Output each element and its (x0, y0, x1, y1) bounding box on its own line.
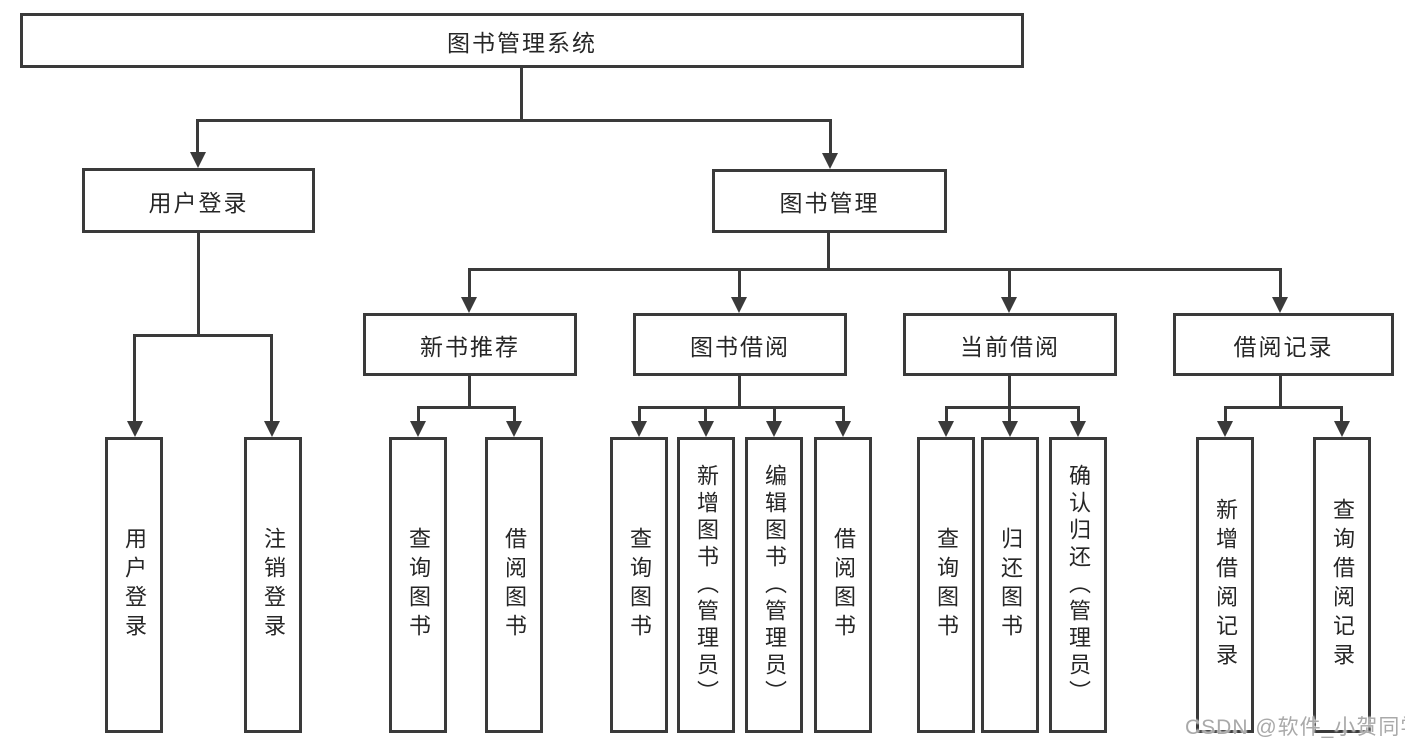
connector-drop (1008, 406, 1011, 426)
node-label: 新书推荐 (420, 333, 520, 360)
connector-branch (468, 268, 1282, 271)
connector-stub (468, 376, 471, 409)
arrowhead (698, 421, 714, 437)
connector-drop (1008, 268, 1011, 299)
connector-drop (468, 268, 471, 299)
arrowhead (766, 421, 782, 437)
node-label: 当前借阅 (960, 333, 1060, 360)
node-new-book-recommend: 新书推荐 (363, 313, 577, 376)
connector-drop (945, 406, 948, 426)
connector-root-stub (520, 68, 523, 122)
connector-drop (417, 406, 420, 426)
connector-drop (638, 406, 641, 426)
arrowhead (190, 152, 206, 168)
node-label: 编辑图书（管理员） (762, 463, 787, 707)
arrowhead (1002, 421, 1018, 437)
leaf-borrow-books: 借阅图书 (814, 437, 872, 733)
arrowhead (461, 297, 477, 313)
connector-drop (704, 406, 707, 426)
node-library-management-system: 图书管理系统 (20, 13, 1024, 68)
arrowhead (1272, 297, 1288, 313)
node-label: 注销登录 (261, 527, 286, 643)
connector-drop (1340, 406, 1343, 426)
leaf-add-borrow-record: 新增借阅记录 (1196, 437, 1254, 733)
node-label: 归还图书 (998, 527, 1023, 643)
node-label: 借阅图书 (502, 527, 527, 643)
node-label: 新增借阅记录 (1213, 498, 1238, 672)
leaf-borrow-books-recommend: 借阅图书 (485, 437, 543, 733)
connector-stub (827, 233, 830, 271)
node-label: 查询图书 (934, 527, 959, 643)
connector-stub (738, 376, 741, 409)
node-label: 确认归还（管理员） (1066, 463, 1091, 707)
connector-drop (513, 406, 516, 426)
leaf-query-borrow-record: 查询借阅记录 (1313, 437, 1371, 733)
connector-drop (1279, 268, 1282, 299)
connector-stub (197, 233, 200, 336)
arrowhead (938, 421, 954, 437)
connector-drop (133, 334, 136, 424)
node-label: 用户登录 (148, 189, 249, 216)
leaf-query-books-borrow: 查询图书 (610, 437, 668, 733)
connector-drop (773, 406, 776, 426)
arrowhead (1070, 421, 1086, 437)
node-label: 查询借阅记录 (1330, 498, 1355, 672)
arrowhead (1334, 421, 1350, 437)
connector-drop (270, 334, 273, 424)
connector-stub (1008, 376, 1011, 409)
node-label: 查询图书 (406, 527, 431, 643)
node-label: 用户登录 (122, 527, 147, 643)
connector-branch (417, 406, 516, 409)
connector-drop (829, 119, 832, 156)
arrowhead (631, 421, 647, 437)
connector-branch (1224, 406, 1343, 409)
leaf-logout-login: 注销登录 (244, 437, 302, 733)
node-book-borrow: 图书借阅 (633, 313, 847, 376)
arrowhead (264, 421, 280, 437)
arrowhead (822, 153, 838, 169)
leaf-add-book-admin: 新增图书（管理员） (677, 437, 735, 733)
node-label: 新增图书（管理员） (694, 463, 719, 707)
leaf-query-books-current: 查询图书 (917, 437, 975, 733)
node-label: 图书管理系统 (447, 29, 597, 56)
node-label: 图书借阅 (690, 333, 790, 360)
arrowhead (1001, 297, 1017, 313)
node-label: 借阅图书 (831, 527, 856, 643)
arrowhead (731, 297, 747, 313)
connector-stub (1279, 376, 1282, 409)
leaf-user-login: 用户登录 (105, 437, 163, 733)
node-label: 借阅记录 (1233, 333, 1334, 360)
arrowhead (506, 421, 522, 437)
node-borrow-records: 借阅记录 (1173, 313, 1394, 376)
arrowhead (410, 421, 426, 437)
connector-drop (738, 268, 741, 299)
connector-drop (196, 119, 199, 156)
arrowhead (127, 421, 143, 437)
arrowhead (835, 421, 851, 437)
connector-drop (842, 406, 845, 426)
leaf-edit-book-admin: 编辑图书（管理员） (745, 437, 803, 733)
connector-drop (1077, 406, 1080, 426)
node-label: 查询图书 (627, 527, 652, 643)
leaf-return-book: 归还图书 (981, 437, 1039, 733)
arrowhead (1217, 421, 1233, 437)
node-label: 图书管理 (779, 190, 880, 216)
connector-drop (1224, 406, 1227, 426)
leaf-confirm-return-admin: 确认归还（管理员） (1049, 437, 1107, 733)
node-current-borrow: 当前借阅 (903, 313, 1117, 376)
connector-branch (945, 406, 1079, 409)
connector-root-branch (196, 119, 832, 122)
csdn-watermark: CSDN @软件_小贺同学 (1185, 716, 1405, 739)
connector-branch (133, 334, 273, 337)
leaf-query-books-recommend: 查询图书 (389, 437, 447, 733)
connector-branch (638, 406, 845, 409)
node-user-login: 用户登录 (82, 168, 315, 233)
node-book-management: 图书管理 (712, 169, 947, 233)
